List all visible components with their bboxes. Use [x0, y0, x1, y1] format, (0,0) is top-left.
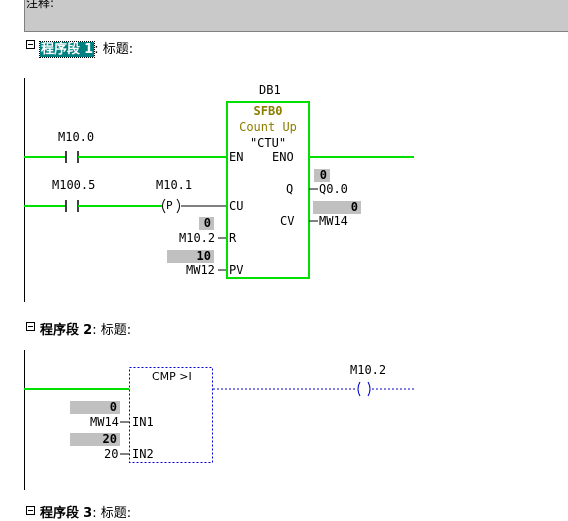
network-2-ladder	[24, 350, 414, 490]
pin-cv: CV	[280, 214, 295, 228]
pin-cu: CU	[229, 199, 244, 213]
collapse-network-3-icon[interactable]	[26, 506, 35, 515]
contact-m10-0-addr[interactable]: M10.0	[58, 130, 95, 144]
db-label: DB1	[259, 83, 281, 97]
fb-box	[226, 101, 310, 279]
network-1-title[interactable]: 程序段 1: 标题:	[38, 41, 134, 58]
pv-value: 10	[167, 250, 214, 263]
r-value: 0	[199, 217, 214, 230]
coil-p-right	[176, 198, 180, 214]
q-addr[interactable]: Q0.0	[319, 182, 348, 196]
collapse-network-1-icon[interactable]	[26, 40, 35, 49]
collapse-network-2-icon[interactable]	[26, 322, 35, 331]
coil-p-left	[162, 198, 166, 214]
pin-eno: ENO	[272, 150, 294, 164]
pin-en: EN	[229, 150, 244, 164]
in1-value: 0	[70, 401, 120, 414]
fb-name[interactable]: SFB0	[253, 104, 283, 118]
fb-description: Count Up	[239, 120, 297, 134]
network-2-title[interactable]: 程序段 2: 标题:	[40, 323, 132, 338]
pin-in1: IN1	[132, 415, 154, 429]
in2-value: 20	[70, 433, 120, 446]
coil-m10-2-left	[357, 381, 361, 397]
pin-pv: PV	[229, 263, 244, 277]
comment-area[interactable]	[24, 0, 568, 32]
coil-p-symbol: P	[166, 199, 173, 212]
network-3-title[interactable]: 程序段 3: 标题:	[40, 506, 132, 521]
fb-symbol: "CTU"	[249, 136, 287, 150]
contact-m100-5-addr[interactable]: M100.5	[52, 178, 96, 192]
pv-addr[interactable]: MW12	[186, 263, 215, 277]
cv-value: 0	[313, 201, 361, 214]
comment-label: 注释:	[26, 0, 55, 10]
r-addr[interactable]: M10.2	[179, 231, 216, 245]
coil-m10-2-right	[367, 381, 371, 397]
in2-addr[interactable]: 20	[104, 447, 119, 461]
in1-addr[interactable]: MW14	[90, 415, 119, 429]
pin-in2: IN2	[132, 447, 154, 461]
cv-addr[interactable]: MW14	[319, 214, 348, 228]
network-1-ladder	[24, 78, 414, 302]
cmp-name[interactable]: CMP >I	[152, 370, 192, 383]
pin-r: R	[229, 231, 237, 245]
coil-m10-2-addr[interactable]: M10.2	[350, 363, 387, 377]
cmp-box	[129, 367, 213, 463]
q-value: 0	[314, 169, 330, 182]
pin-q: Q	[286, 182, 294, 196]
coil-m10-1-addr[interactable]: M10.1	[156, 178, 193, 192]
